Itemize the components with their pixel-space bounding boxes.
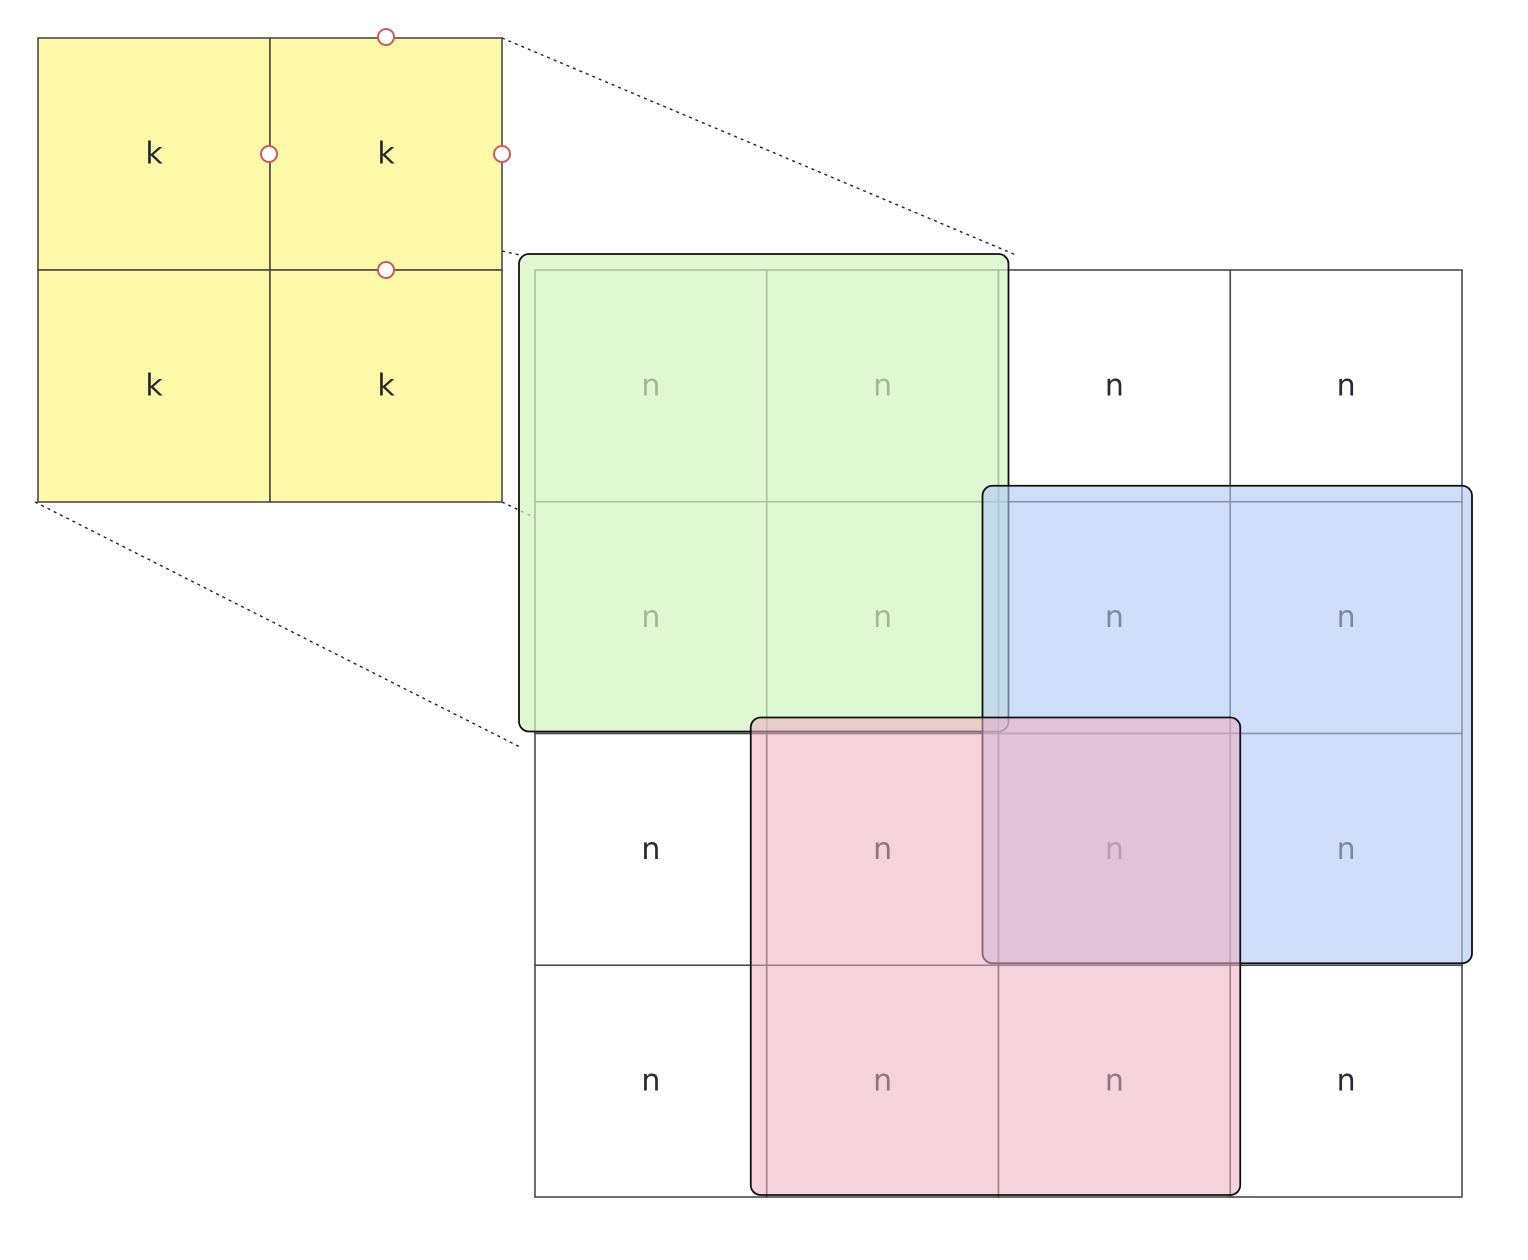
input-cell-label: n	[1337, 1064, 1356, 1099]
kernel-cell	[37, 37, 271, 271]
input-cell	[997, 269, 1232, 503]
kernel-cell	[269, 269, 503, 503]
leader-line-top-left	[501, 250, 521, 256]
green-window	[518, 253, 1010, 733]
leader-line-bottom-left	[34, 501, 521, 748]
input-cell	[534, 964, 768, 1198]
kernel-cell	[37, 269, 271, 503]
resize-handle[interactable]	[260, 145, 278, 163]
resize-handle[interactable]	[377, 261, 395, 279]
input-cell-label: n	[641, 1064, 660, 1099]
resize-handle[interactable]	[377, 28, 395, 46]
resize-handle[interactable]	[493, 145, 511, 163]
kernel-cell-label: k	[145, 137, 163, 172]
kernel-cell	[269, 37, 503, 271]
pink-window	[749, 716, 1242, 1196]
sliding-windows	[518, 253, 1473, 1196]
input-cell-label: n	[641, 832, 660, 867]
zoom-leader-lines	[34, 37, 1017, 748]
input-cell	[1229, 269, 1463, 503]
kernel-grid: k k k k	[37, 37, 503, 503]
kernel-cell-label: k	[377, 369, 395, 404]
kernel-cell-label: k	[145, 369, 163, 404]
kernel-handles	[260, 28, 511, 279]
leader-line-top-right	[501, 37, 1017, 256]
input-cell-label: n	[1337, 368, 1356, 403]
kernel-cell-label: k	[377, 137, 395, 172]
input-cell-label: n	[1105, 368, 1124, 403]
